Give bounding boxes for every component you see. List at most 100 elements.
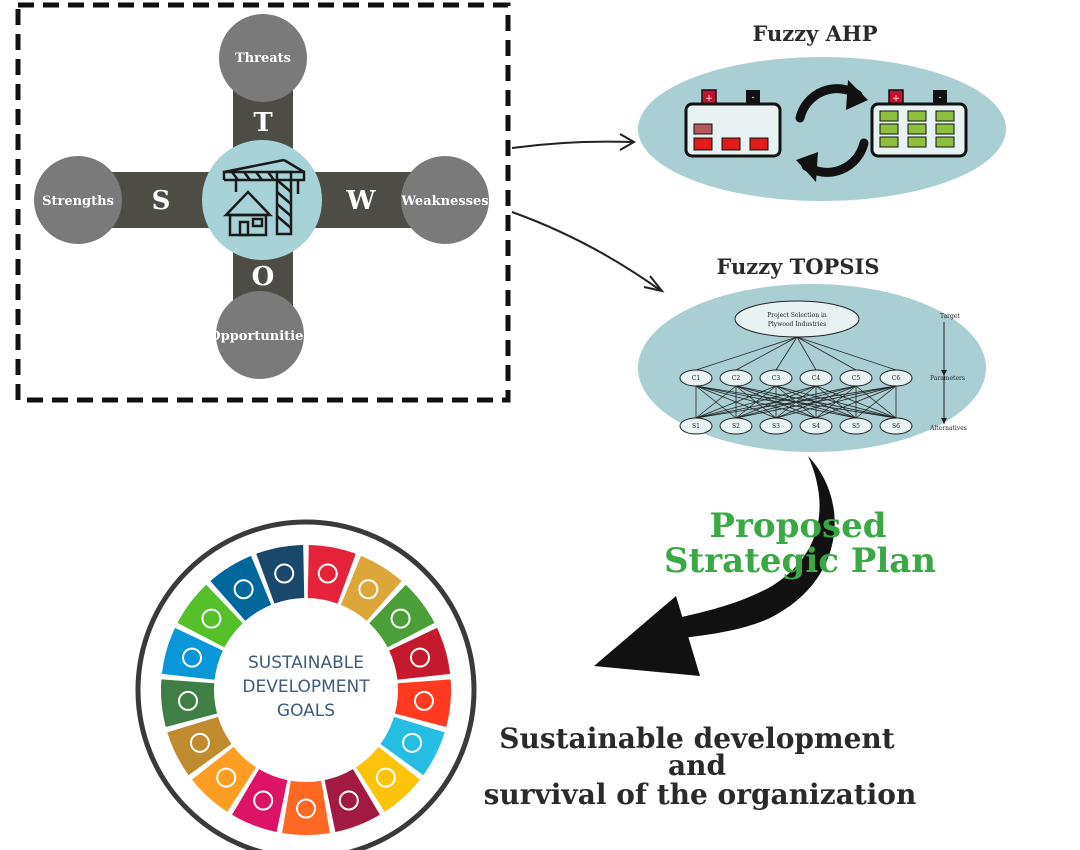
sdg-goal-segment bbox=[340, 555, 402, 621]
topsis-alternative-label: S5 bbox=[852, 423, 860, 430]
outcome-text: Sustainable development and survival of … bbox=[484, 722, 917, 811]
plan-title-line2: Strategic Plan bbox=[664, 541, 936, 581]
sdg-goal-segment bbox=[191, 746, 257, 812]
topsis-alternatives-label: Alternatives bbox=[929, 425, 967, 432]
sdg-goal-icon bbox=[413, 690, 434, 711]
topsis-criterion-label: C2 bbox=[732, 375, 741, 382]
sdg-goal-icon bbox=[317, 563, 338, 584]
arrow-to-topsis bbox=[511, 211, 665, 293]
sdg-line3: GOALS bbox=[277, 701, 335, 721]
topsis-alternative-node bbox=[679, 417, 713, 435]
topsis-target-label: Target bbox=[940, 313, 960, 320]
sdg-goal-icon bbox=[274, 563, 295, 584]
sdg-goal-segment bbox=[161, 679, 218, 727]
topsis-alternative-label: S3 bbox=[772, 423, 780, 430]
sdg-goal-icon bbox=[253, 790, 274, 811]
arrow-to-ahp bbox=[511, 133, 637, 151]
topsis-criteria-link bbox=[695, 385, 897, 419]
ahp-ellipse bbox=[638, 57, 1006, 201]
topsis-criterion-node bbox=[839, 369, 873, 387]
sdg-line1: SUSTAINABLE bbox=[248, 653, 364, 673]
sdg-goal-segment bbox=[380, 716, 445, 776]
threats-circle bbox=[219, 14, 307, 102]
fuzzy-ahp-title: Fuzzy AHP bbox=[752, 21, 877, 46]
sdg-wheel: SUSTAINABLE DEVELOPMENT GOALS bbox=[135, 519, 477, 850]
sdg-goal-segment bbox=[161, 627, 223, 680]
topsis-goal-node bbox=[734, 300, 860, 338]
sdg-goal-segment bbox=[167, 716, 232, 776]
sdg-goal-icon bbox=[189, 732, 210, 753]
sdg-goal-segment bbox=[256, 545, 305, 604]
outcome-line1: Sustainable development bbox=[499, 722, 894, 755]
topsis-goal-link bbox=[796, 336, 897, 371]
fuzzy-topsis-title: Fuzzy TOPSIS bbox=[716, 254, 879, 279]
cycle-arrowhead-bottom bbox=[796, 152, 818, 182]
sdg-goal-icon bbox=[375, 767, 396, 788]
strengths-circle bbox=[34, 156, 122, 244]
topsis-goal-line2: Plywood Industries bbox=[768, 321, 826, 328]
sdg-goal-segment bbox=[394, 679, 451, 727]
topsis-side-arrow-2 bbox=[941, 418, 947, 424]
sdg-goal-segment bbox=[369, 584, 435, 648]
topsis-goal-link bbox=[796, 336, 857, 371]
topsis-alternative-node bbox=[719, 417, 753, 435]
topsis-alternative-label: S2 bbox=[732, 423, 740, 430]
sdg-segments bbox=[161, 545, 451, 835]
topsis-alternative-label: S4 bbox=[812, 423, 820, 430]
topsis-criterion-label: C5 bbox=[852, 375, 861, 382]
topsis-goal-line1: Project Selection in bbox=[767, 312, 827, 319]
swot-letter-o: O bbox=[252, 262, 275, 292]
topsis-criterion-node bbox=[719, 369, 753, 387]
opportunities-circle bbox=[216, 291, 304, 379]
strengths-label: Strengths bbox=[42, 194, 114, 209]
weaknesses-label: Weaknesses bbox=[400, 194, 488, 209]
building-crane-icon bbox=[222, 158, 306, 237]
topsis-criterion-node bbox=[679, 369, 713, 387]
sdg-goal-segment bbox=[232, 769, 288, 832]
svg-text:-: - bbox=[938, 93, 941, 103]
sdg-goal-icon bbox=[182, 647, 203, 668]
sdg-goal-segment bbox=[307, 545, 356, 604]
sdg-goal-icon bbox=[409, 647, 430, 668]
topsis-alternative-label: S6 bbox=[892, 423, 900, 430]
topsis-criteria-link bbox=[855, 385, 897, 419]
topsis-alternative-node bbox=[799, 417, 833, 435]
sdg-goal-icon bbox=[390, 608, 411, 629]
sdg-goal-icon bbox=[216, 767, 237, 788]
topsis-criterion-label: C1 bbox=[692, 375, 700, 382]
curved-big-arrow-body bbox=[665, 456, 835, 640]
topsis-criterion-node bbox=[879, 369, 913, 387]
center-circle bbox=[202, 140, 322, 260]
swot-letter-w: W bbox=[345, 186, 376, 216]
topsis-criterion-node bbox=[799, 369, 833, 387]
sdg-goal-segment bbox=[282, 780, 330, 835]
sdg-goal-segment bbox=[324, 769, 380, 832]
outcome-line2: and bbox=[668, 749, 726, 782]
proposed-plan-section: Proposed Strategic Plan bbox=[594, 456, 936, 676]
battery-right-icon: + - bbox=[870, 89, 968, 158]
swot-letter-s: S bbox=[152, 186, 171, 216]
sdg-goal-icon bbox=[358, 579, 379, 600]
threats-label: Threats bbox=[235, 51, 291, 66]
topsis-parameters-label: Parameters bbox=[930, 375, 965, 382]
topsis-criteria-link bbox=[775, 385, 897, 419]
topsis-alternative-node bbox=[839, 417, 873, 435]
topsis-criterion-node bbox=[759, 369, 793, 387]
fuzzy-topsis-section: Fuzzy TOPSIS Project Selection in Plywoo… bbox=[638, 254, 986, 452]
swot-dashed-frame bbox=[15, 2, 511, 403]
plan-title-line1: Proposed bbox=[709, 506, 886, 546]
svg-text:+: + bbox=[705, 94, 713, 104]
weaknesses-circle bbox=[401, 156, 489, 244]
sdg-goal-segment bbox=[210, 555, 272, 621]
svg-text:+: + bbox=[892, 94, 900, 104]
sdg-inner-circle bbox=[222, 606, 390, 774]
sdg-goal-segment bbox=[355, 746, 421, 812]
topsis-criterion-label: C3 bbox=[772, 375, 781, 382]
sdg-line2: DEVELOPMENT bbox=[242, 677, 370, 697]
topsis-criteria-link bbox=[695, 385, 857, 419]
topsis-criteria-link bbox=[815, 385, 897, 419]
sdg-goal-icon bbox=[296, 798, 316, 819]
topsis-goal-link bbox=[735, 336, 798, 371]
